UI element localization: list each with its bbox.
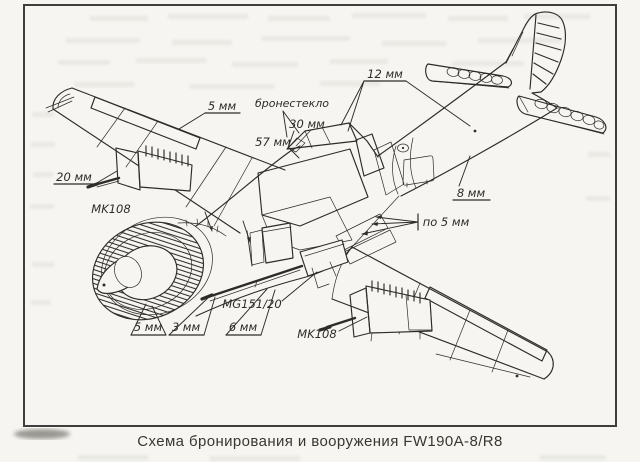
page-bleed-through <box>30 13 610 461</box>
scan-smudge <box>14 429 70 439</box>
label-glass-57mm: 57 мм <box>255 135 291 149</box>
right-wing <box>331 246 554 380</box>
label-armored-glass: бронестекло <box>255 97 329 110</box>
label-glass-30mm: 30 мм <box>289 117 325 131</box>
engine-cowl-armor-ring <box>91 216 213 321</box>
right-wing-gun-pod <box>318 280 433 342</box>
label-flaps-po-5mm: по 5 мм <box>423 215 470 229</box>
label-cowl-3mm: 3 мм <box>172 320 201 334</box>
label-firewall-6mm: 6 мм <box>229 320 258 334</box>
label-wing-leading-edge-armor: 5 мм <box>208 99 237 113</box>
annotation-labels: 5 мм бронестекло 30 мм 57 мм 12 мм 8 мм … <box>56 67 485 341</box>
label-cowl-5mm: 5 мм <box>134 320 163 334</box>
fuselage-gun-mg151 <box>200 222 349 302</box>
label-fuselage-8mm: 8 мм <box>457 186 486 200</box>
tail <box>425 11 607 135</box>
figure-border <box>23 4 617 427</box>
figure-caption: Схема бронирования и вооружения FW190A-8… <box>137 433 503 450</box>
label-left-mk108: MK108 <box>91 202 130 216</box>
label-head-armor-12mm: 12 мм <box>367 67 403 81</box>
label-right-mk108: MK108 <box>297 327 336 341</box>
leader-lines <box>53 80 491 336</box>
label-mg151-20: MG151/20 <box>222 297 281 311</box>
aircraft-line-art <box>45 11 607 380</box>
label-gun-pod-20mm: 20 мм <box>56 170 92 184</box>
